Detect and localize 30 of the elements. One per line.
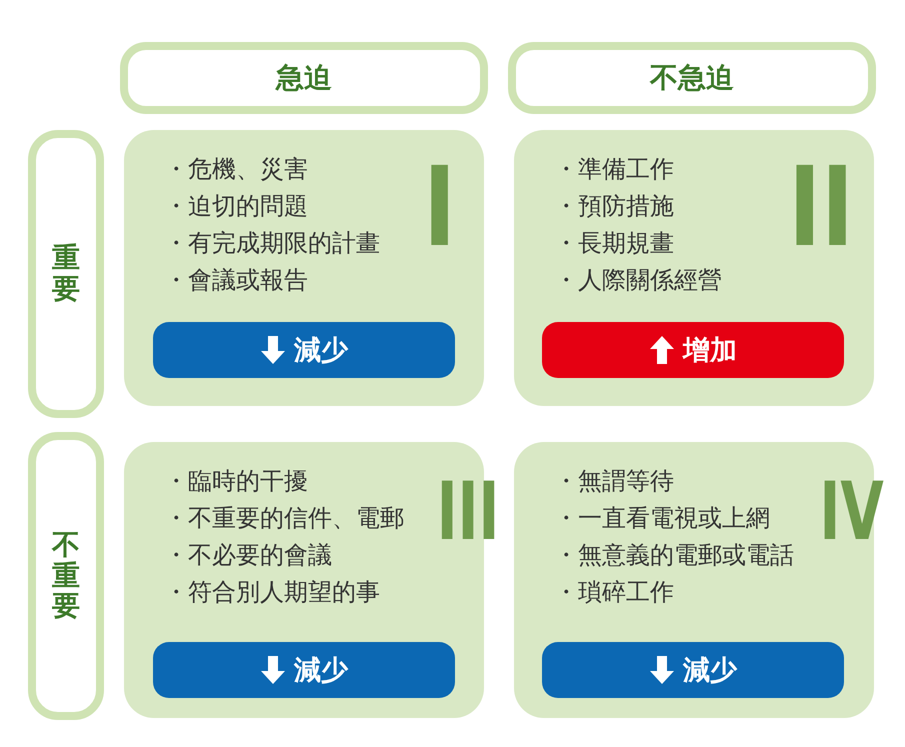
list-item: ・一直看電視或上網	[554, 506, 770, 530]
quadrant-card	[124, 130, 484, 406]
list-item: ・預防措施	[554, 194, 674, 218]
list-item: ・長期規畫	[554, 231, 674, 255]
list-item: ・危機、災害	[164, 157, 308, 181]
row-header: 不重要	[28, 432, 104, 720]
list-item: ・符合別人期望的事	[164, 580, 380, 604]
list-item: ・有完成期限的計畫	[164, 231, 380, 255]
list-item: ・臨時的干擾	[164, 469, 308, 493]
quadrant-numeral: I	[423, 152, 456, 262]
list-item: ・不必要的會議	[164, 543, 332, 567]
quadrant-numeral: II	[788, 152, 854, 262]
list-item: ・人際關係經營	[554, 268, 722, 292]
list-item: ・不重要的信件、電郵	[164, 506, 404, 530]
list-item: ・會議或報告	[164, 268, 308, 292]
quadrant-numeral: III	[436, 472, 499, 552]
action-button: 減少	[542, 642, 844, 698]
action-button: 減少	[153, 642, 455, 698]
action-button: 減少	[153, 322, 455, 378]
action-button: 增加	[542, 322, 844, 378]
list-item: ・迫切的問題	[164, 194, 308, 218]
list-item: ・無意義的電郵或電話	[554, 543, 794, 567]
row-header: 重要	[28, 130, 104, 418]
quadrant-card	[514, 130, 874, 406]
quadrant-numeral: IV	[820, 472, 884, 552]
column-header: 急迫	[120, 42, 488, 114]
list-item: ・無謂等待	[554, 469, 674, 493]
list-item: ・瑣碎工作	[554, 580, 674, 604]
list-item: ・準備工作	[554, 157, 674, 181]
column-header: 不急迫	[508, 42, 876, 114]
